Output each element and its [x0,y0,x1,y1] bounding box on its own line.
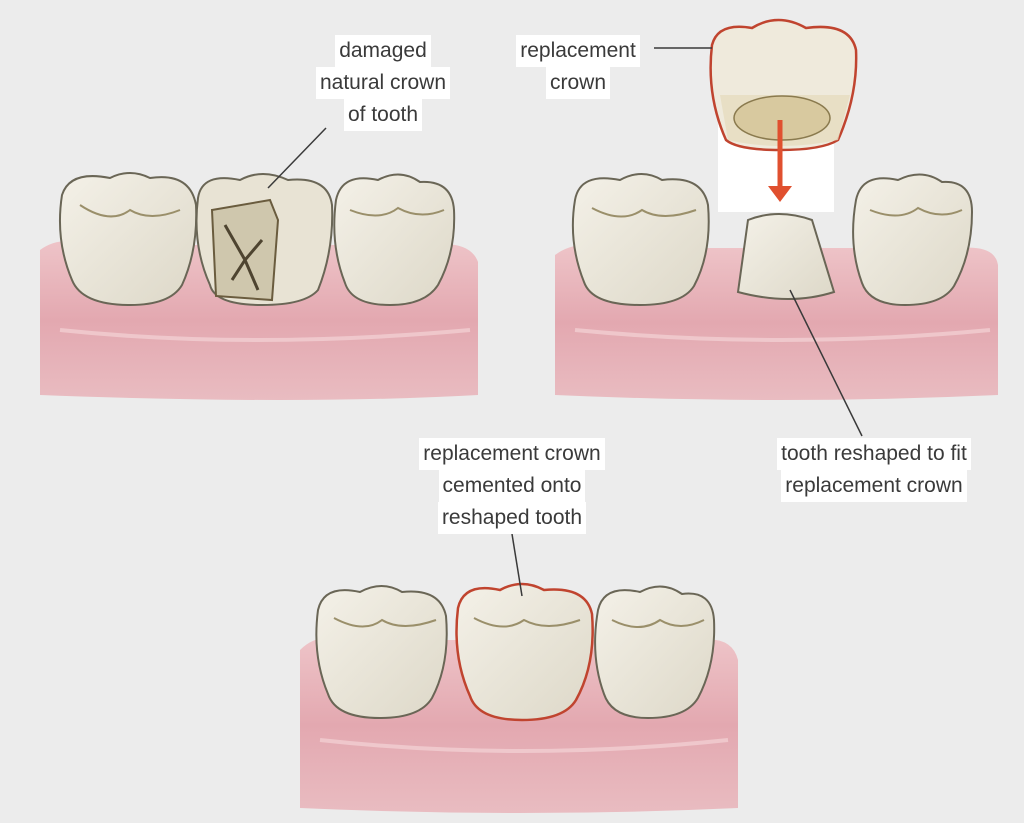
leader-reshaped [789,289,863,437]
tooth-crowned [455,582,594,722]
label-damaged-line3: of tooth [343,99,423,131]
label-damaged-line2: natural crown [315,67,451,99]
label-replacement-crown: replacement crown [496,35,660,99]
label-damaged-line1: damaged [335,35,431,67]
label-reshaped-tooth: tooth reshaped to fit replacement crown [752,438,996,502]
leader-lines [267,47,863,597]
label-cemented-line2: cemented onto [438,470,586,502]
label-cemented-line1: replacement crown [419,438,605,470]
tooth-damaged [195,173,334,307]
label-damaged-crown: damaged natural crown of tooth [298,35,468,131]
label-reshaped-line1: tooth reshaped to fit [777,438,971,470]
tooth-reshaped [736,213,836,300]
tooth-bottom-1 [315,585,448,720]
label-reshaped-line2: replacement crown [781,470,967,502]
tooth-top-left-1 [58,172,198,307]
replacement-crown [709,18,858,152]
down-arrow-icon [768,120,792,202]
tooth-top-left-3 [333,173,456,307]
tooth-top-right-3 [852,173,974,307]
leader-damaged [267,127,327,189]
label-cemented-crown: replacement crown cemented onto reshaped… [392,438,632,534]
label-replacement-line2: crown [545,67,611,99]
tooth-top-right-1 [571,173,710,307]
leader-cemented [511,533,523,597]
label-cemented-line3: reshaped tooth [437,502,587,534]
label-replacement-line1: replacement [516,35,640,67]
tooth-bottom-3 [594,585,716,720]
